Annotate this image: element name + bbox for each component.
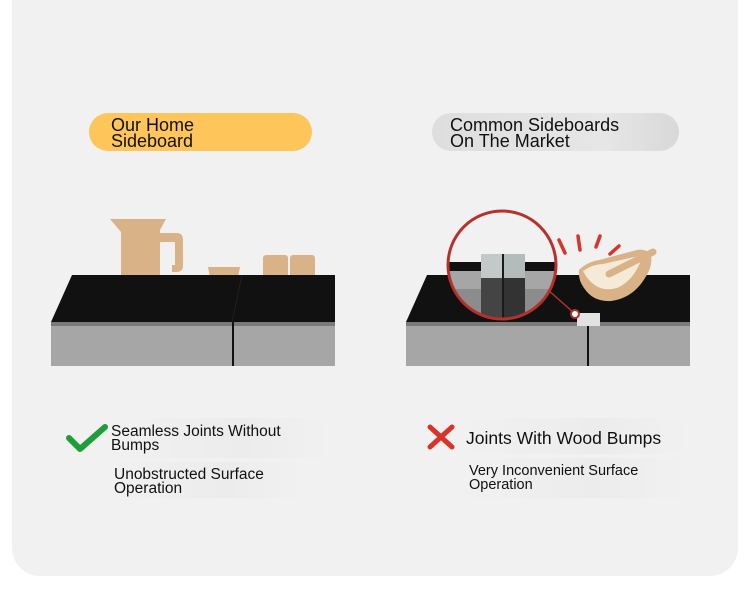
cross-icon	[427, 424, 455, 450]
impact-lines	[557, 234, 621, 256]
inconvenient-line2: Operation	[469, 477, 533, 493]
common-sideboards-heading-line1: Common Sideboards	[450, 115, 620, 135]
our-sideboard-heading: Our Home Sideboard	[89, 113, 312, 151]
pitcher-icon	[110, 219, 183, 292]
our-sideboard-heading-line2: Sideboard	[111, 131, 194, 151]
common-sideboards-heading: Common Sideboards On The Market	[432, 113, 679, 151]
mortar-pestle-icon	[578, 248, 657, 302]
counter-top	[51, 275, 335, 322]
seamless-sideboard-illustration	[51, 219, 335, 366]
common-sideboards-heading-line2: On The Market	[450, 131, 570, 151]
cabinet-body	[406, 326, 690, 366]
sub-highlight-bg	[108, 462, 304, 498]
unobstructed-line2: Operation	[114, 480, 183, 497]
inconvenient-line1: Very Inconvenient Surface	[469, 463, 639, 479]
unobstructed-subtext: Unobstructed Surface Operation	[114, 466, 264, 497]
feature-highlight-bg	[460, 418, 690, 454]
seamless-feature-line2: Bumps	[111, 437, 160, 454]
our-sideboard-heading-line1: Our Home	[111, 115, 195, 135]
seamless-feature-line1: Seamless Joints Without	[111, 423, 281, 440]
common-sideboard-illustration	[406, 209, 690, 366]
seamless-feature-text: Seamless Joints Without Bumps	[111, 423, 281, 454]
sub-highlight-bg	[460, 458, 686, 498]
checkmark-icon	[66, 424, 108, 452]
feature-highlight-bg	[108, 418, 330, 458]
inconvenient-subtext: Very Inconvenient Surface Operation	[469, 463, 639, 493]
wood-bumps-feature-text: Joints With Wood Bumps	[466, 428, 662, 448]
cabinet-body	[51, 326, 335, 366]
unobstructed-line1: Unobstructed Surface	[114, 466, 264, 483]
